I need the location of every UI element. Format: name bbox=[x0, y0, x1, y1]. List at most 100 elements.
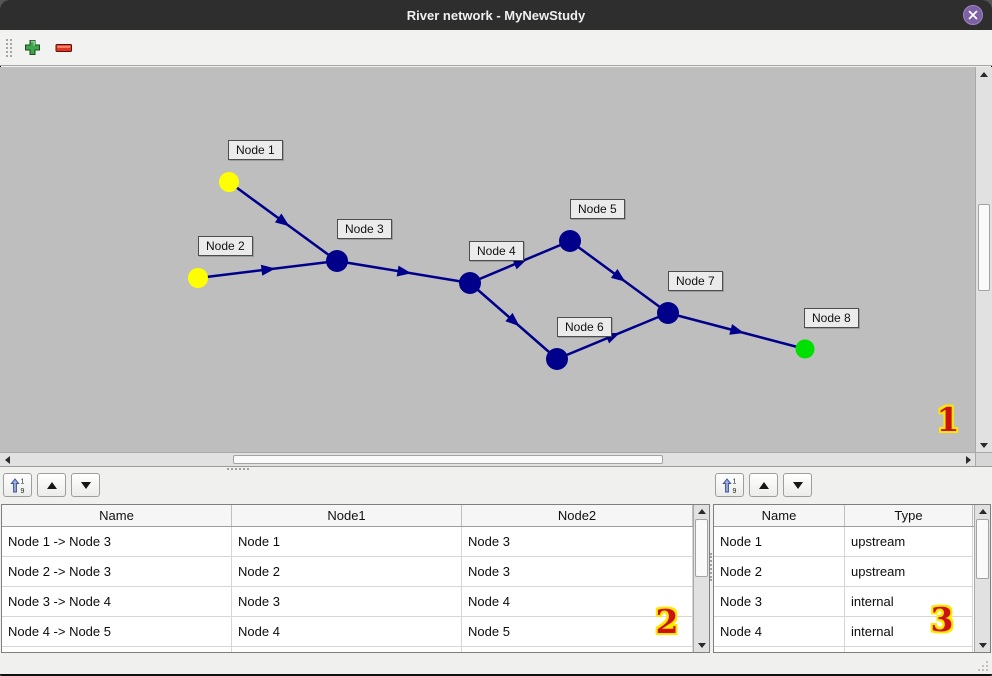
node-label[interactable]: Node 1 bbox=[228, 140, 283, 160]
table-cell[interactable]: Node 3 bbox=[232, 587, 462, 617]
scroll-down-button[interactable] bbox=[694, 639, 709, 652]
node-label[interactable]: Node 8 bbox=[804, 308, 859, 328]
table-cell[interactable]: upstream bbox=[845, 527, 973, 557]
minus-icon bbox=[55, 43, 72, 52]
node-circle[interactable] bbox=[657, 302, 679, 324]
titlebar[interactable]: River network - MyNewStudy bbox=[0, 0, 992, 30]
flow-arrow-icon bbox=[505, 312, 520, 327]
scroll-up-button[interactable] bbox=[694, 505, 709, 518]
table-cell[interactable]: Node 2 bbox=[232, 557, 462, 587]
reach-table-scrollbar[interactable] bbox=[693, 505, 709, 652]
scroll-right-button[interactable] bbox=[961, 453, 975, 466]
down-arrow-icon bbox=[978, 643, 987, 648]
table-cell[interactable]: internal bbox=[845, 587, 973, 617]
vertical-scroll-thumb[interactable] bbox=[978, 204, 990, 291]
table-cell[interactable]: upstream bbox=[845, 557, 973, 587]
move-node-down-button[interactable] bbox=[783, 473, 812, 497]
remove-button[interactable] bbox=[52, 36, 76, 60]
scroll-down-button[interactable] bbox=[975, 639, 990, 652]
column-header[interactable]: Name bbox=[2, 505, 232, 526]
table-row[interactable] bbox=[2, 647, 693, 652]
node-label[interactable]: Node 3 bbox=[337, 219, 392, 239]
node-circle[interactable] bbox=[459, 272, 481, 294]
canvas-vertical-scrollbar[interactable] bbox=[975, 67, 992, 452]
svg-text:1: 1 bbox=[732, 478, 736, 485]
table-cell[interactable] bbox=[462, 647, 693, 652]
sort-nodes-button[interactable]: 1 9 bbox=[715, 473, 744, 497]
node-circle[interactable] bbox=[559, 230, 581, 252]
toolbar-grip[interactable] bbox=[6, 38, 12, 57]
table-cell[interactable]: Node 3 -> Node 4 bbox=[2, 587, 232, 617]
table-cell[interactable]: Node 4 bbox=[462, 587, 693, 617]
table-cell[interactable]: Node 1 bbox=[232, 527, 462, 557]
move-reach-down-button[interactable] bbox=[71, 473, 100, 497]
node-circle[interactable] bbox=[188, 268, 208, 288]
node-label[interactable]: Node 5 bbox=[570, 199, 625, 219]
node-table-scrollbar[interactable] bbox=[974, 505, 990, 652]
table-cell[interactable]: Node 2 -> Node 3 bbox=[2, 557, 232, 587]
column-header[interactable]: Type bbox=[845, 505, 973, 526]
node-label[interactable]: Node 4 bbox=[469, 241, 524, 261]
table-cell[interactable]: Node 1 bbox=[714, 527, 845, 557]
table-cell[interactable]: Node 4 bbox=[714, 617, 845, 647]
table-row[interactable] bbox=[714, 647, 974, 652]
sort-reaches-button[interactable]: 1 9 bbox=[3, 473, 32, 497]
node-label[interactable]: Node 2 bbox=[198, 236, 253, 256]
move-node-up-button[interactable] bbox=[749, 473, 778, 497]
scroll-left-button[interactable] bbox=[0, 453, 14, 466]
up-arrow-icon bbox=[978, 509, 987, 514]
table-cell[interactable]: Node 1 -> Node 3 bbox=[2, 527, 232, 557]
column-header[interactable]: Node1 bbox=[232, 505, 462, 526]
annotation-2: 2 bbox=[655, 602, 679, 641]
node-label[interactable]: Node 7 bbox=[668, 271, 723, 291]
table-cell[interactable] bbox=[2, 647, 232, 652]
column-header[interactable]: Name bbox=[714, 505, 845, 526]
table-cell[interactable]: Node 5 bbox=[462, 617, 693, 647]
node-circle[interactable] bbox=[326, 250, 348, 272]
table-cell[interactable] bbox=[714, 647, 845, 652]
resize-grip[interactable] bbox=[976, 659, 989, 672]
scroll-up-button[interactable] bbox=[975, 505, 990, 518]
table-cell[interactable]: Node 2 bbox=[714, 557, 845, 587]
move-reach-up-button[interactable] bbox=[37, 473, 66, 497]
table-cell[interactable]: Node 4 bbox=[232, 617, 462, 647]
canvas-horizontal-scrollbar[interactable] bbox=[0, 452, 975, 466]
table-cell[interactable]: Node 4 -> Node 5 bbox=[2, 617, 232, 647]
tables-splitter-grip[interactable] bbox=[710, 553, 714, 581]
add-button[interactable] bbox=[20, 36, 44, 60]
horizontal-scroll-thumb[interactable] bbox=[233, 455, 663, 464]
table-cell[interactable]: Node 3 bbox=[462, 527, 693, 557]
node-label[interactable]: Node 6 bbox=[557, 317, 612, 337]
node-circle[interactable] bbox=[219, 172, 239, 192]
table-cell[interactable]: Node 3 bbox=[714, 587, 845, 617]
close-button[interactable] bbox=[963, 5, 983, 25]
vertical-scroll-thumb[interactable] bbox=[695, 519, 708, 577]
down-arrow-icon bbox=[980, 442, 988, 448]
node-circle[interactable] bbox=[795, 339, 815, 359]
close-icon bbox=[968, 10, 978, 20]
scroll-up-button[interactable] bbox=[976, 67, 992, 81]
network-canvas[interactable]: Node 1 Node 2 Node 3 Node 4 Node 5 Node 6 Node… bbox=[0, 67, 975, 452]
node-circle[interactable] bbox=[546, 348, 568, 370]
table-cell[interactable]: Node 3 bbox=[462, 557, 693, 587]
column-header[interactable]: Node2 bbox=[462, 505, 693, 526]
table-cell[interactable]: internal bbox=[845, 617, 973, 647]
table-cell[interactable] bbox=[232, 647, 462, 652]
vertical-scroll-thumb[interactable] bbox=[976, 519, 989, 579]
scroll-down-button[interactable] bbox=[976, 438, 992, 452]
pane-splitter-grip[interactable] bbox=[227, 468, 249, 470]
table-cell[interactable] bbox=[845, 647, 973, 652]
